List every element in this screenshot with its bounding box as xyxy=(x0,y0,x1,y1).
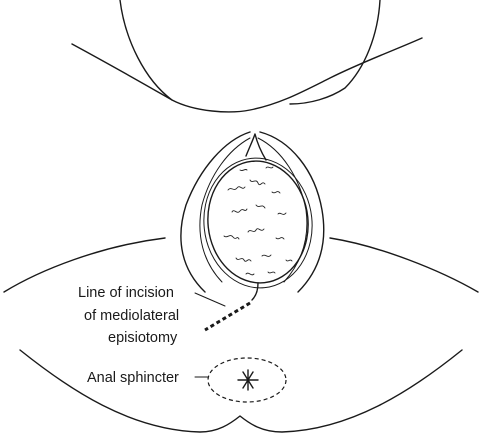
buttocks-outline xyxy=(20,350,462,432)
right-thigh-outline xyxy=(330,238,478,292)
mons-pubis-outline xyxy=(120,0,380,104)
incision-leader-line xyxy=(195,293,225,306)
incision-label-line2: of mediolateral xyxy=(84,308,179,324)
anal-sphincter-label: Anal sphincter xyxy=(87,370,179,386)
incision-label-line1: Line of incision xyxy=(78,285,174,301)
incision-line xyxy=(205,303,250,330)
left-thigh-outline xyxy=(4,238,165,292)
fetal-head-inner-rim xyxy=(198,153,319,294)
clitoral-hood xyxy=(246,134,266,160)
fourchette xyxy=(252,283,258,300)
labia-majora-outline xyxy=(181,132,324,292)
anus-mark xyxy=(238,370,258,390)
incision-label-line3: episiotomy xyxy=(108,330,178,346)
fetal-hair xyxy=(224,167,292,275)
